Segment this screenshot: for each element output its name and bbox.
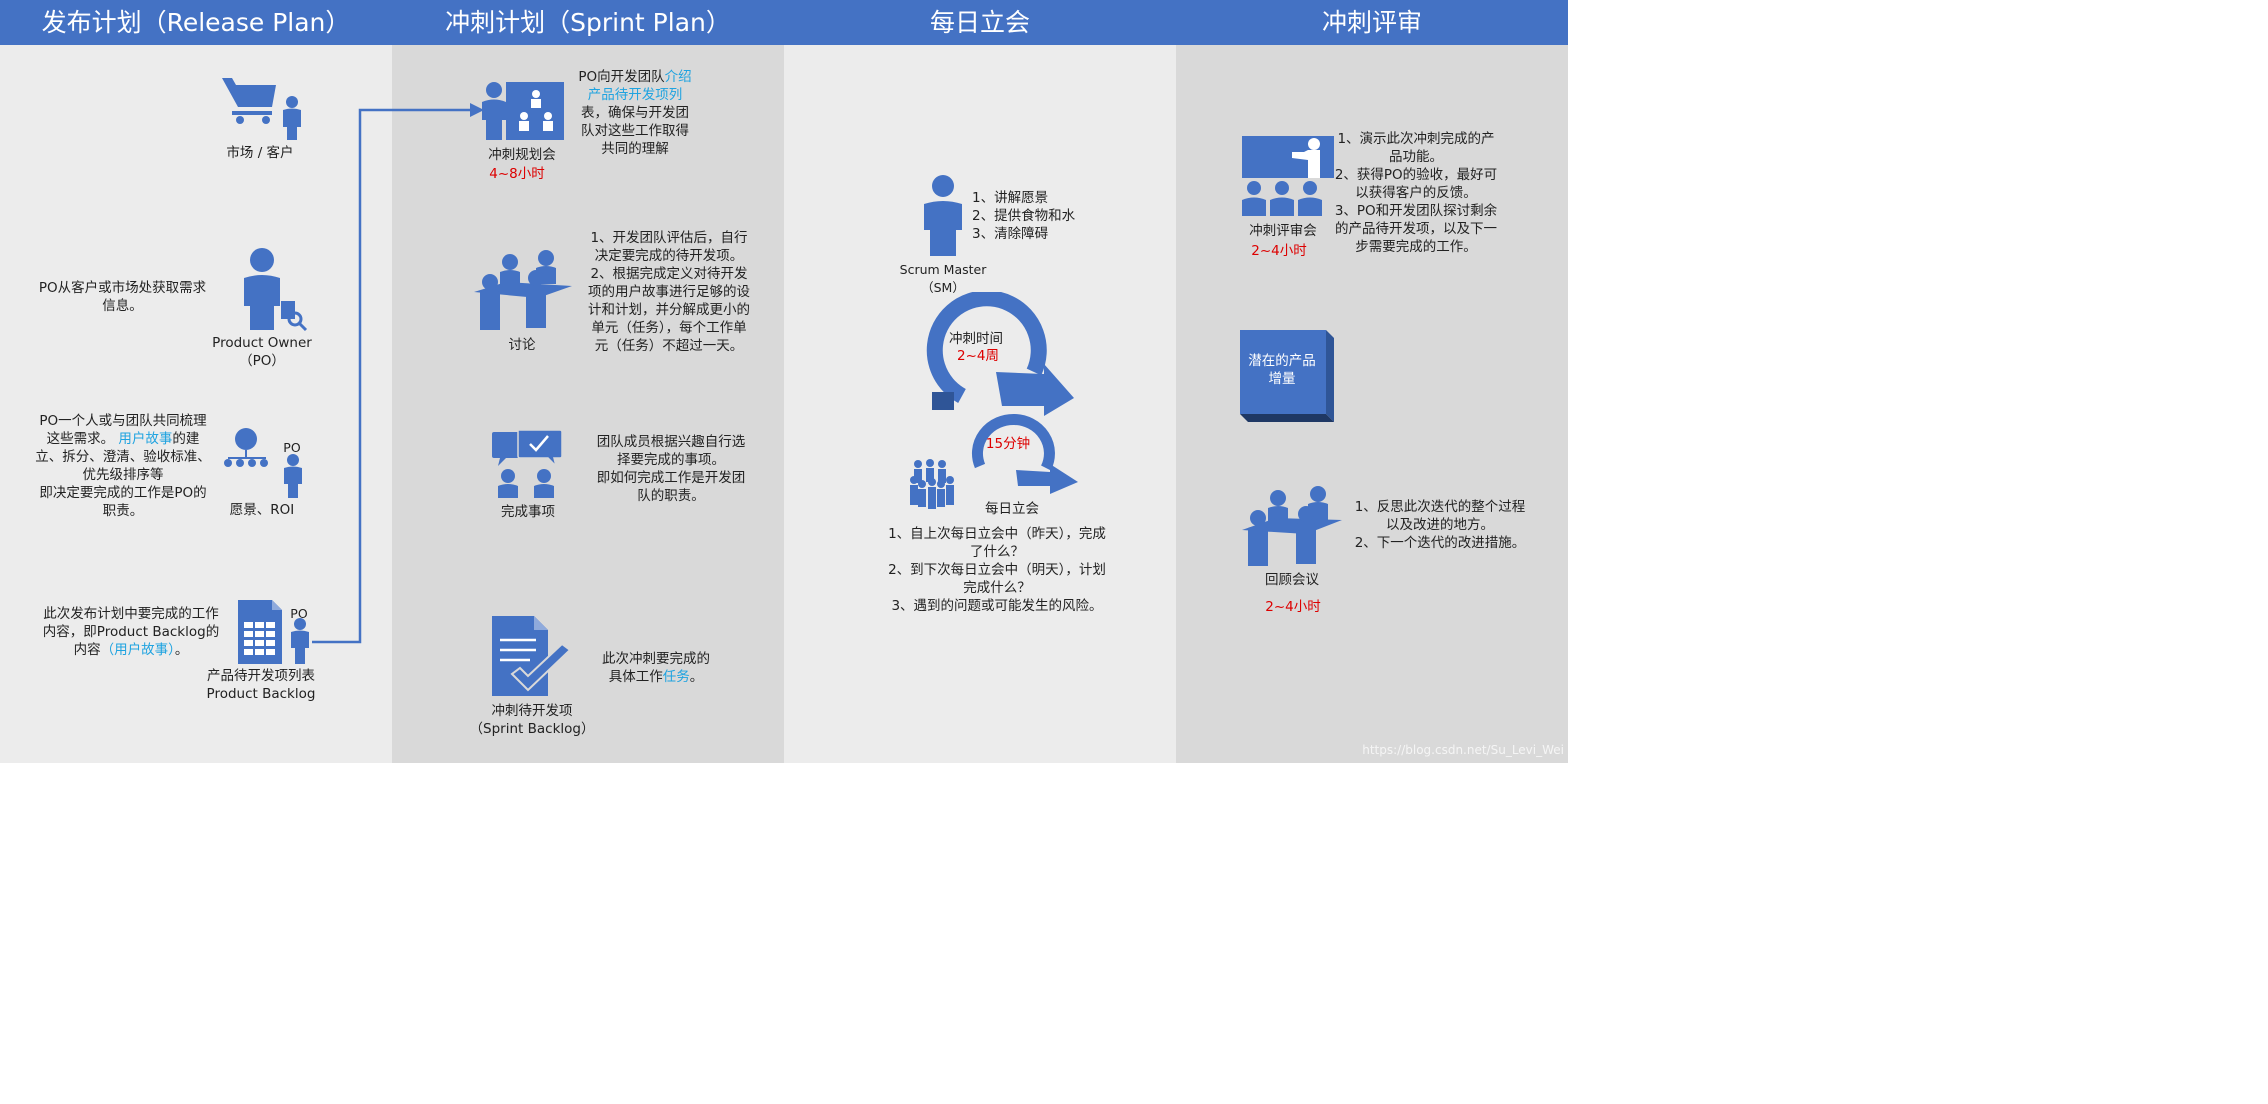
release-backlog-text-2: 。 [174, 642, 189, 658]
retrospective-team-icon [1240, 486, 1344, 568]
scrum-master-icon [922, 174, 964, 258]
grooming-text-highlight: 用户故事 [118, 431, 173, 447]
review-presentation-icon [1240, 134, 1338, 218]
sprint-backlog-label: 冲刺待开发项 （Sprint Backlog） [466, 702, 598, 738]
product-owner-label-line2: （PO） [239, 353, 285, 369]
review-item-2: 2、获得PO的验收，最好可以获得客户的反馈。 [1334, 167, 1498, 201]
sprint-backlog-label-line1: 冲刺待开发项 [491, 703, 573, 719]
standup-team-icon [908, 458, 956, 510]
sprint-planning-label: 冲刺规划会 [488, 147, 556, 163]
grooming-text-2: 的建立、拆分、澄清、验收标准、优先级排序等 [35, 431, 211, 483]
market-customer-label: 市场 / 客户 [226, 145, 294, 161]
product-backlog-label-line2: Product Backlog [206, 686, 316, 702]
discussion-item-1: 1、开发团队评估后，自行决定要完成的待开发项。 [590, 230, 748, 264]
sprint-review-time: 2~4小时 [1251, 243, 1307, 259]
hierarchy-vision-icon [222, 428, 312, 500]
sprint-backlog-description: 此次冲刺要完成的具体工作任务。 [598, 650, 714, 686]
sprint-backlog-label-line2: （Sprint Backlog） [469, 721, 595, 737]
release-backlog-description: 此次发布计划中要完成的工作内容，即Product Backlog的内容（用户故事… [42, 605, 220, 659]
column-background [784, 45, 1176, 763]
sprint-backlog-text-highlight: 任务 [662, 669, 690, 685]
header-sprint-review: 冲刺评审 [1176, 0, 1568, 45]
standup-question-1: 1、自上次每日立会中（昨天），完成了什么？ [888, 526, 1106, 560]
sprint-cycle-arrow-icon [920, 292, 1080, 416]
done-items-text-2: 即如何完成工作是开发团队的职责。 [596, 470, 746, 504]
task-done-icon [490, 430, 566, 500]
product-backlog-label-line1: 产品待开发项列表 [207, 668, 315, 684]
sprint-duration-value: 2~4周 [957, 348, 999, 364]
discussion-label: 讨论 [508, 337, 536, 353]
column-sprint-review: 冲刺评审 冲刺评审会 2~4小时 1、演示此次冲刺完成的产品功能。 2、获得PO… [1176, 0, 1568, 763]
retrospective-time: 2~4小时 [1265, 599, 1321, 615]
header-release-plan: 发布计划（Release Plan） [0, 0, 392, 45]
scrum-master-label: Scrum Master （SM） [888, 261, 998, 297]
vision-po-tag: PO [283, 440, 301, 455]
release-backlog-text-1: 此次发布计划中要完成的工作内容，即Product Backlog的内容 [42, 606, 220, 658]
sm-duty-1: 1、讲解愿景 [972, 190, 1049, 206]
retro-item-2: 2、下一个迭代的改进措施。 [1354, 535, 1526, 551]
done-items-description: 团队成员根据兴趣自行选择要完成的事项。 即如何完成工作是开发团队的职责。 [596, 433, 746, 505]
discussion-item-2: 2、根据完成定义对待开发项的用户故事进行足够的设计和计划，并分解成更小的单元（任… [588, 266, 750, 354]
header-sprint-plan: 冲刺计划（Sprint Plan） [392, 0, 784, 45]
daily-standup-label: 每日立会 [985, 501, 1039, 517]
sm-duty-3: 3、清除障碍 [972, 226, 1049, 242]
scrum-master-label-line2: （SM） [921, 280, 965, 295]
release-backlog-text-highlight: （用户故事） [100, 642, 175, 658]
retrospective-label: 回顾会议 [1265, 572, 1319, 588]
column-daily-standup: 每日立会 1、讲解愿景 2、提供食物和水 3、清除障碍 Scrum Master… [784, 0, 1176, 763]
sprint-backlog-checklist-icon [490, 614, 572, 698]
standup-question-2: 2、到下次每日立会中（明天），计划完成什么？ [888, 562, 1106, 596]
grooming-text-1: PO一个人或与团队共同梳理这些需求。 [39, 413, 207, 447]
scrum-master-duties: 1、讲解愿景 2、提供食物和水 3、清除障碍 [972, 189, 1082, 243]
retrospective-items: 1、反思此次迭代的整个过程以及改进的地方。 2、下一个迭代的改进措施。 [1350, 498, 1530, 552]
grooming-text-3: 即决定要完成的工作是PO的职责。 [39, 485, 207, 519]
sprint-planning-text-highlight: 介绍产品待开发项列 [587, 69, 692, 103]
column-release-plan: 发布计划（Release Plan） 市场 / 客户 PO从客户或市场处获取需求… [0, 0, 392, 763]
done-items-label: 完成事项 [501, 504, 555, 520]
discussion-team-icon [472, 246, 574, 332]
standup-duration: 15分钟 [985, 436, 1031, 452]
backlog-po-tag: PO [290, 606, 308, 621]
scrum-master-label-line1: Scrum Master [899, 262, 987, 277]
shopping-cart-icon [220, 75, 310, 145]
product-owner-label: Product Owner （PO） [200, 334, 324, 370]
discussion-description: 1、开发团队评估后，自行决定要完成的待开发项。 2、根据完成定义对待开发项的用户… [586, 229, 752, 355]
sprint-backlog-text-1: 此次冲刺要完成的具体工作 [602, 651, 710, 685]
product-owner-icon [236, 246, 310, 334]
sprint-duration-label: 冲刺时间 [949, 331, 1003, 347]
planning-meeting-icon [480, 80, 566, 142]
sprint-planning-description: PO向开发团队介绍产品待开发项列表，确保与开发团队对这些工作取得共同的理解 [576, 68, 694, 158]
product-backlog-label: 产品待开发项列表 Product Backlog [205, 667, 317, 703]
standup-questions: 1、自上次每日立会中（昨天），完成了什么？ 2、到下次每日立会中（明天），计划完… [884, 525, 1110, 615]
po-description: PO从客户或市场处获取需求信息。 [38, 280, 207, 314]
daily-cycle-arrow-icon [966, 410, 1084, 496]
standup-question-3: 3、遇到的问题或可能发生的风险。 [891, 598, 1103, 614]
requirement-grooming-description: PO一个人或与团队共同梳理这些需求。 用户故事的建立、拆分、澄清、验收标准、优先… [35, 412, 211, 520]
sprint-planning-text-2: 表，确保与开发团队对这些工作取得共同的理解 [581, 105, 689, 157]
product-owner-label-line1: Product Owner [212, 335, 312, 351]
sprint-backlog-text-2: 。 [689, 669, 704, 685]
sm-duty-2: 2、提供食物和水 [972, 208, 1076, 224]
done-items-text-1: 团队成员根据兴趣自行选择要完成的事项。 [596, 434, 746, 468]
sprint-review-label: 冲刺评审会 [1249, 223, 1317, 239]
sprint-planning-time: 4~8小时 [489, 166, 545, 182]
header-daily-standup: 每日立会 [784, 0, 1176, 45]
review-item-3: 3、PO和开发团队探讨剩余的产品待开发项，以及下一步需要完成的工作。 [1334, 203, 1498, 255]
sprint-planning-text-1: PO向开发团队 [578, 69, 665, 85]
column-sprint-plan: 冲刺计划（Sprint Plan） 冲刺规划会 4~8小时 PO向开发团队介绍产… [392, 0, 784, 763]
retro-item-1: 1、反思此次迭代的整个过程以及改进的地方。 [1354, 499, 1526, 533]
sprint-review-items: 1、演示此次冲刺完成的产品功能。 2、获得PO的验收，最好可以获得客户的反馈。 … [1332, 130, 1500, 256]
product-backlog-document-icon [236, 598, 314, 666]
review-item-1: 1、演示此次冲刺完成的产品功能。 [1337, 131, 1495, 165]
vision-roi-label: 愿景、ROI [229, 502, 295, 518]
watermark: https://blog.csdn.net/Su_Levi_Wei [1362, 743, 1564, 757]
product-increment-box-icon [1240, 330, 1336, 424]
potential-increment-label: 潜在的产品增量 [1248, 353, 1316, 387]
